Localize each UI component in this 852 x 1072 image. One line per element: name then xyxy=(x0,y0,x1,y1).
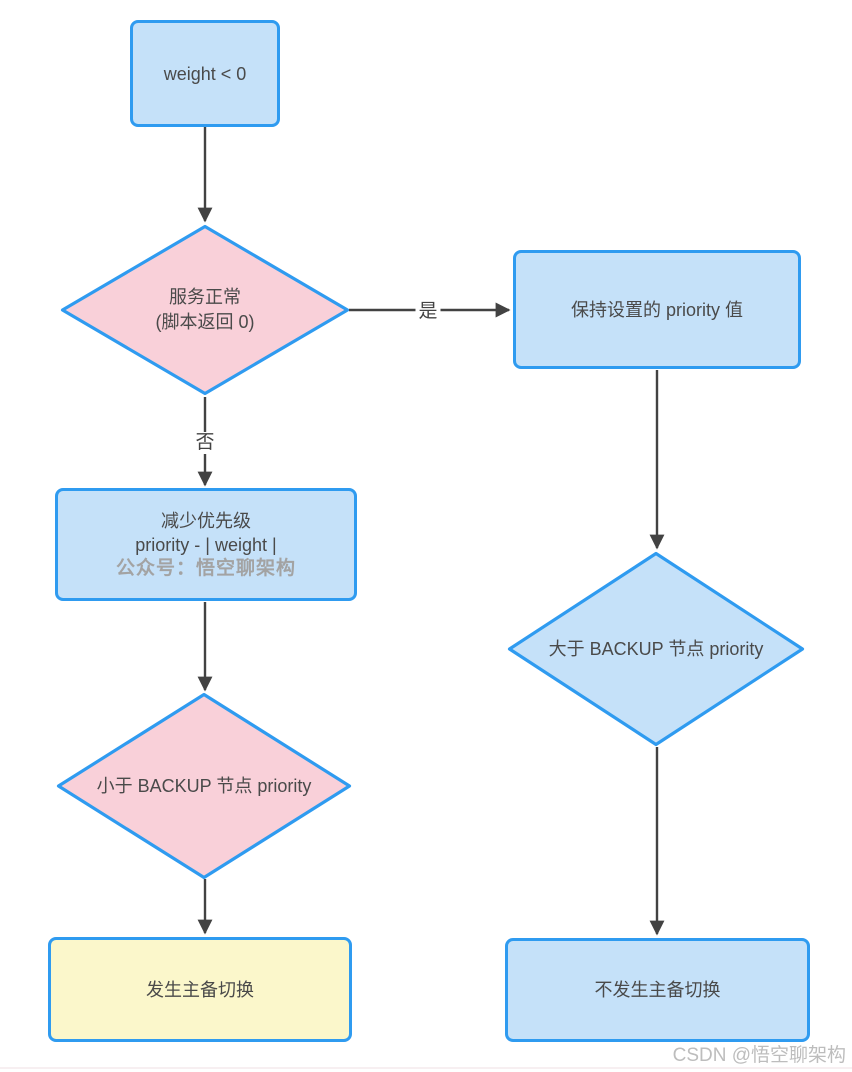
node-reduce-priority-line2: priority - | weight | xyxy=(135,534,277,555)
node-less-than-backup: 小于 BACKUP 节点 priority xyxy=(56,692,352,880)
node-greater-than-backup-label: 大于 BACKUP 节点 priority xyxy=(548,638,764,659)
diamond-shape-less-than-backup xyxy=(56,692,352,880)
node-reduce-priority: 减少优先级 priority - | weight | 公众号：悟空聊架构 xyxy=(55,488,357,601)
csdn-watermark: CSDN @悟空聊架构 xyxy=(672,1045,846,1066)
diamond-shape-greater-than-backup xyxy=(507,551,805,747)
node-service-ok: 服务正常 (脚本返回 0) xyxy=(60,224,350,396)
node-service-ok-line1: 服务正常 xyxy=(169,287,241,307)
node-service-ok-line2: (脚本返回 0) xyxy=(155,312,255,332)
edge-label-yes: 是 xyxy=(415,301,441,323)
node-less-than-backup-label: 小于 BACKUP 节点 priority xyxy=(96,775,312,796)
node-weight-check: weight < 0 xyxy=(130,20,280,127)
node-weight-check-label: weight < 0 xyxy=(163,63,247,84)
node-keep-priority-label: 保持设置的 priority 值 xyxy=(570,299,743,320)
node-greater-than-backup: 大于 BACKUP 节点 priority xyxy=(507,551,805,747)
node-reduce-priority-watermark: 公众号：悟空聊架构 xyxy=(115,557,296,579)
node-failover-label: 发生主备切换 xyxy=(146,979,254,1000)
node-no-failover: 不发生主备切换 xyxy=(505,938,810,1042)
diamond-shape-service-ok xyxy=(60,224,350,396)
node-failover: 发生主备切换 xyxy=(48,937,352,1042)
edge-label-no: 否 xyxy=(192,432,218,454)
bottom-divider xyxy=(0,1067,852,1069)
node-no-failover-label: 不发生主备切换 xyxy=(594,980,721,1000)
node-reduce-priority-line1: 减少优先级 xyxy=(161,510,251,531)
node-keep-priority: 保持设置的 priority 值 xyxy=(513,250,801,369)
